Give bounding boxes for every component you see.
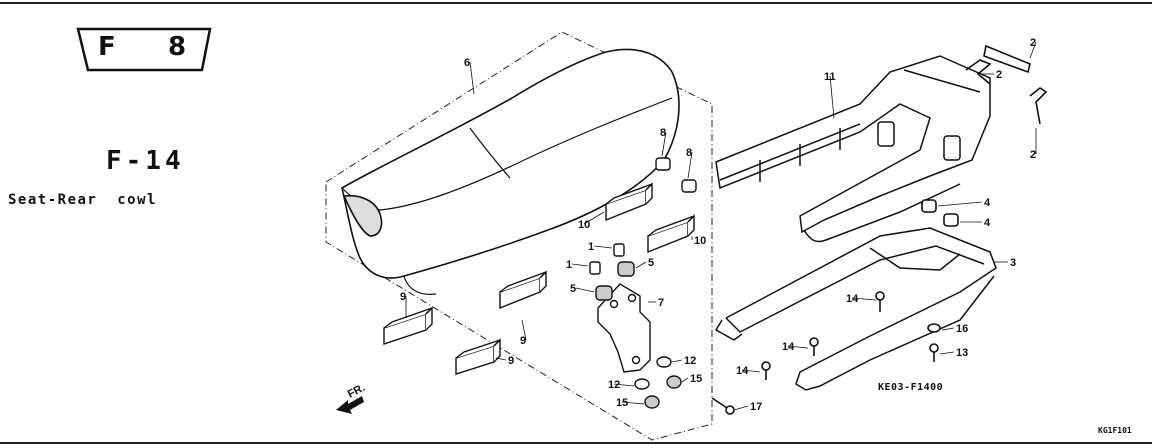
seat-assembly-part	[341, 48, 680, 295]
callout-6: 6	[464, 57, 470, 69]
callout-5a: 5	[648, 257, 654, 269]
callout-9c: 9	[508, 355, 514, 367]
callout-8b: 8	[686, 147, 692, 159]
front-direction-arrow	[336, 396, 364, 414]
callout-10b: 10	[694, 235, 706, 247]
callout-1a-leader	[593, 245, 613, 249]
callout-12a-leader	[671, 359, 683, 363]
callout-10a-leader	[583, 211, 605, 225]
callout-14a: 14	[846, 293, 859, 305]
callout-14b: 14	[782, 341, 795, 353]
front-direction-label: FR.	[346, 382, 367, 401]
callout-9c-leader	[495, 357, 507, 361]
group-badge: F 8	[76, 26, 212, 74]
rail-hardware-parts	[711, 44, 1048, 415]
callout-5a-leader	[635, 261, 647, 269]
callout-2c: 2	[1030, 149, 1036, 161]
small-hardware-parts	[589, 157, 697, 409]
diagram-part-code: KE03-F1400	[878, 382, 944, 393]
grab-rail-part	[714, 227, 997, 391]
callout-12b-leader	[613, 383, 635, 387]
callout-17-leader	[733, 405, 749, 411]
callout-2a-leader	[1029, 41, 1037, 59]
callout-15b: 15	[616, 397, 628, 409]
callout-4a-leader	[937, 201, 983, 207]
callout-4a: 4	[984, 197, 991, 209]
seat-group-boundary	[325, 31, 713, 441]
bottom-border	[0, 442, 1152, 444]
callout-8b-leader	[687, 151, 693, 179]
callout-16-leader	[941, 327, 955, 331]
callout-3: 3	[1010, 257, 1016, 269]
callout-15a: 15	[690, 373, 702, 385]
page-reference: KG1F101	[1098, 426, 1132, 435]
callout-15a-leader	[681, 377, 689, 383]
badge-outline	[76, 27, 212, 72]
seat-bracket-part	[597, 283, 651, 373]
callout-2a: 2	[1030, 37, 1036, 49]
section-title: Seat-Rear cowl	[8, 192, 157, 208]
callout-14c-leader	[741, 369, 761, 373]
callout-7: 7	[658, 297, 664, 309]
top-border	[0, 2, 1152, 4]
callout-13-leader	[939, 351, 955, 355]
callout-11: 11	[824, 71, 836, 83]
callout-5b-leader	[575, 287, 595, 293]
callout-5b: 5	[570, 283, 576, 295]
callout-4b: 4	[984, 217, 991, 229]
section-code: F-14	[106, 146, 185, 176]
callout-9b-leader	[521, 319, 527, 341]
callout-1a: 1	[588, 241, 594, 253]
rear-cowl-part	[715, 55, 991, 243]
callout-2b: 2	[996, 69, 1002, 81]
seat-cushion-parts	[383, 182, 695, 375]
callout-14b-leader	[787, 345, 809, 349]
group-number: 8	[168, 32, 187, 62]
callout-16: 16	[956, 323, 968, 335]
callout-15b-leader	[621, 401, 645, 405]
callout-10a: 10	[578, 219, 590, 231]
callout-12b: 12	[608, 379, 620, 391]
callout-1b-leader	[571, 263, 589, 267]
group-letter: F	[98, 32, 116, 62]
callout-11-leader	[829, 75, 835, 119]
callout-14c: 14	[736, 365, 749, 377]
callout-13: 13	[956, 347, 968, 359]
callout-17: 17	[750, 401, 762, 413]
callout-9b: 9	[520, 335, 526, 347]
callout-6-leader	[469, 61, 475, 95]
callout-14a-leader	[851, 297, 877, 301]
callout-9a: 9	[400, 291, 406, 303]
callout-8a-leader	[661, 131, 667, 157]
callout-8a: 8	[660, 127, 666, 139]
callout-1b: 1	[566, 259, 572, 271]
callout-12a: 12	[684, 355, 696, 367]
